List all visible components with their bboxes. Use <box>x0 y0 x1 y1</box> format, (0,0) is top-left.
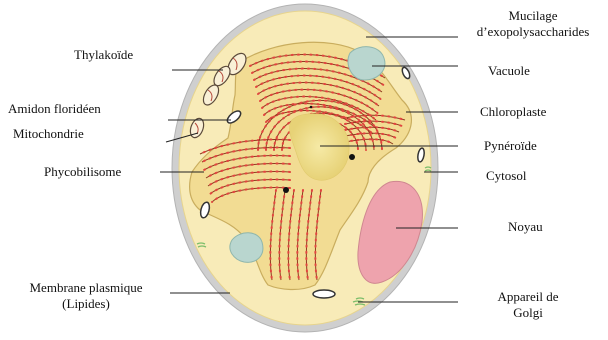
label-vacuole: Vacuole <box>488 63 530 79</box>
label-golgi-line1: Appareil de <box>468 289 588 305</box>
label-membrane-line2: (Lipides) <box>6 296 166 312</box>
label-phycobilisome: Phycobilisome <box>44 164 121 180</box>
label-noyau: Noyau <box>508 219 543 235</box>
label-cytosol: Cytosol <box>486 168 526 184</box>
label-membrane-line1: Membrane plasmique <box>6 280 166 296</box>
label-mucilage-line1: Mucilage <box>462 8 604 24</box>
dot-1 <box>349 154 355 160</box>
label-amidon-floridien: Amidon floridéen <box>8 101 101 117</box>
label-mitochondrie: Mitochondrie <box>13 126 84 142</box>
label-membrane-plasmique: Membrane plasmique (Lipides) <box>6 280 166 312</box>
vacuole-top <box>348 47 385 80</box>
dot-2 <box>283 187 289 193</box>
label-mucilage: Mucilage d’exopolysaccharides <box>462 8 604 40</box>
label-pyrenoide: Pynéroïde <box>484 138 537 154</box>
label-appareil-golgi: Appareil de Golgi <box>468 289 588 321</box>
label-chloroplaste: Chloroplaste <box>480 104 546 120</box>
dot-3 <box>310 106 313 109</box>
vacuole-bottom <box>230 233 263 263</box>
label-golgi-line2: Golgi <box>468 305 588 321</box>
label-thylakoide: Thylakoïde <box>74 47 133 63</box>
label-mucilage-line2: d’exopolysaccharides <box>462 24 604 40</box>
